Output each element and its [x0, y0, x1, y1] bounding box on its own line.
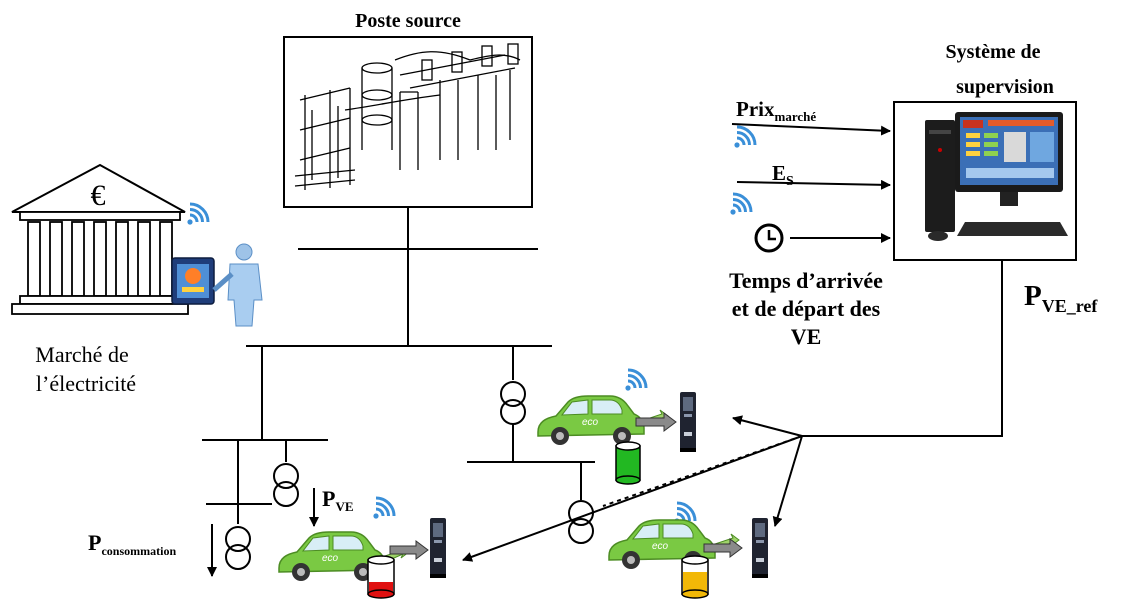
transformer-icon: [500, 381, 526, 425]
grid-network: [202, 207, 595, 524]
supervision-label-line1: Système de: [946, 41, 1041, 63]
arrival-label-line2: et de départ des: [732, 296, 881, 321]
battery-icon: [615, 441, 641, 485]
charging-station-icon: [430, 518, 446, 578]
arrival-label-line1: Temps d’arrivée: [729, 268, 883, 293]
battery-icon: [367, 555, 395, 599]
substation-label: Poste source: [355, 10, 461, 32]
pve-ref-symbol: PVE_ref: [1024, 280, 1098, 316]
clock-icon: [754, 223, 784, 253]
wifi-icon: [623, 368, 648, 393]
charge-arrow: [635, 412, 677, 432]
charge-arrow: [389, 540, 429, 560]
transformer-icon: [273, 463, 299, 507]
charge-arrow: [703, 538, 743, 558]
wifi-icon: [371, 496, 396, 521]
wifi-icon: [185, 202, 210, 227]
substation-icon: [283, 36, 533, 208]
bank-icon: €: [11, 163, 189, 315]
transformer-icon: [225, 526, 251, 570]
market-label-line1: Marché de: [35, 342, 128, 367]
transformer-icon: [568, 500, 594, 544]
charging-station-icon: [680, 392, 696, 452]
supervision-label-line2: supervision: [956, 76, 1054, 98]
battery-icon: [681, 555, 709, 599]
car-badge: eco: [322, 553, 339, 564]
market-label-line2: l’électricité: [36, 371, 136, 396]
car-badge: eco: [582, 417, 599, 428]
pconso-symbol: Pconsommation: [88, 530, 176, 558]
arrival-label-line3: VE: [791, 324, 822, 349]
price-symbol: Prixmarché: [736, 97, 816, 124]
euro-symbol: €: [91, 179, 106, 212]
person-screen-icon: [171, 243, 263, 327]
wifi-icon: [732, 125, 757, 150]
pve-symbol: PVE: [322, 486, 354, 514]
wifi-icon: [728, 192, 753, 217]
car-badge: eco: [652, 541, 669, 552]
computer-icon: [893, 101, 1077, 261]
charging-station-icon: [752, 518, 768, 578]
energy-symbol: ES: [772, 161, 794, 189]
